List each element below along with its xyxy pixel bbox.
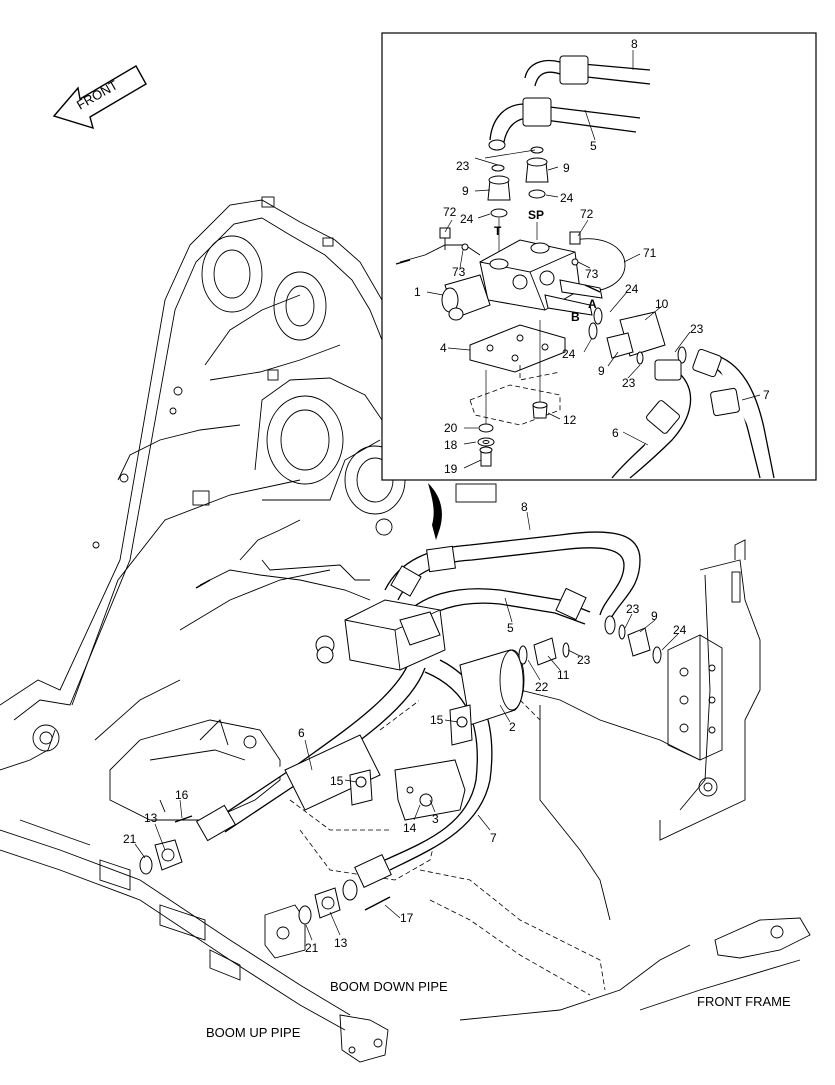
- boom-down-pipe-label: BOOM DOWN PIPE: [330, 979, 448, 994]
- callout-2: 2: [509, 720, 516, 734]
- main-hose-assembly: [139, 483, 662, 925]
- callout-73: 73: [452, 265, 466, 279]
- callout-15: 15: [430, 713, 444, 727]
- callout-8: 8: [631, 37, 638, 51]
- front-label: FRONT: [74, 77, 120, 112]
- callout-4: 4: [440, 341, 447, 355]
- callout-19: 19: [444, 462, 458, 476]
- callout-18: 18: [444, 438, 458, 452]
- callout-7: 7: [763, 388, 770, 402]
- callout-6: 6: [612, 426, 619, 440]
- callout-6: 6: [298, 726, 305, 740]
- port-label-a: A: [588, 297, 597, 311]
- callout-24: 24: [562, 347, 576, 361]
- callout-15: 15: [330, 774, 344, 788]
- callout-24: 24: [560, 191, 574, 205]
- callout-14: 14: [403, 821, 417, 835]
- callout-16: 16: [175, 788, 189, 802]
- callout-7: 7: [490, 831, 497, 845]
- callout-8: 8: [521, 500, 528, 514]
- callout-23: 23: [622, 376, 636, 390]
- callout-72: 72: [580, 207, 594, 221]
- callout-9: 9: [598, 364, 605, 378]
- callout-20: 20: [444, 421, 458, 435]
- callout-11: 11: [557, 668, 570, 682]
- callout-24: 24: [625, 282, 639, 296]
- callout-13: 13: [144, 811, 158, 825]
- port-label-sp: SP: [528, 208, 544, 222]
- callout-9: 9: [651, 609, 658, 623]
- captions: BOOM DOWN PIPE BOOM UP PIPE FRONT FRAME: [206, 979, 791, 1040]
- lower-frame: [0, 539, 811, 1063]
- callout-1: 1: [414, 285, 421, 299]
- callout-23: 23: [456, 159, 470, 173]
- callout-73: 73: [585, 267, 599, 281]
- callout-3: 3: [432, 812, 439, 826]
- callout-23: 23: [626, 602, 640, 616]
- callout-13: 13: [334, 936, 348, 950]
- callout-numbers: 8 5 23 9 9 24 24 72 72 71 73 73 1 24 10 …: [123, 37, 770, 955]
- callout-5: 5: [590, 139, 597, 153]
- callout-24: 24: [460, 212, 474, 226]
- callout-72: 72: [443, 205, 457, 219]
- callout-23: 23: [577, 653, 591, 667]
- port-label-t: T: [494, 224, 502, 238]
- callout-12: 12: [563, 413, 577, 427]
- inset-detail: [381, 32, 817, 481]
- front-direction-arrow: FRONT: [52, 65, 147, 130]
- callout-22: 22: [535, 680, 549, 694]
- callout-71: 71: [643, 246, 657, 260]
- boom-frame: [0, 196, 497, 771]
- port-label-b: B: [571, 310, 580, 324]
- front-frame-label: FRONT FRAME: [697, 994, 791, 1009]
- callout-17: 17: [400, 911, 414, 925]
- callout-21: 21: [305, 941, 319, 955]
- callout-24: 24: [673, 623, 687, 637]
- boom-up-pipe-label: BOOM UP PIPE: [206, 1025, 301, 1040]
- callout-10: 10: [655, 297, 669, 311]
- callout-23: 23: [690, 322, 704, 336]
- callout-9: 9: [462, 184, 469, 198]
- callout-9: 9: [563, 161, 570, 175]
- leader-lines: [134, 50, 761, 941]
- callout-21: 21: [123, 832, 137, 846]
- callout-5: 5: [507, 621, 514, 635]
